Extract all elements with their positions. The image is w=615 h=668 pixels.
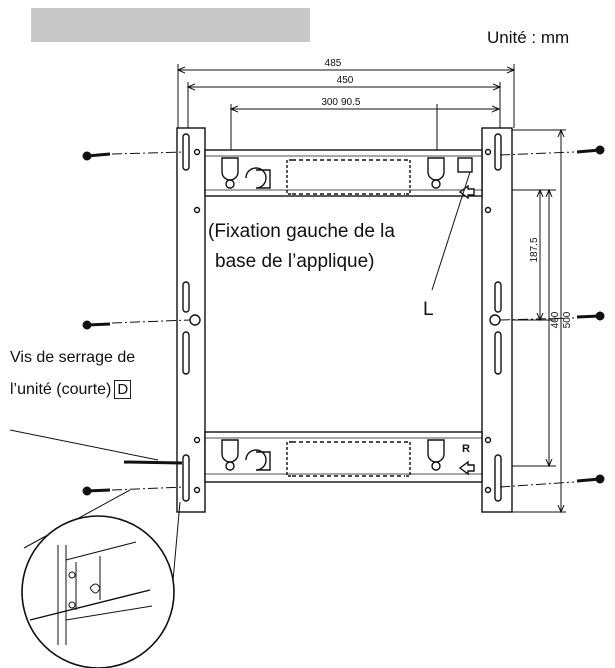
screw-callout-line-1: Vis de serrage de — [10, 349, 136, 366]
hanger-hook — [221, 439, 239, 463]
wall-screw-icon — [499, 474, 605, 488]
L-leader-line — [431, 171, 471, 291]
hanger-hook — [427, 157, 445, 181]
dim-500-label: 500 — [562, 311, 573, 328]
rail-slot — [182, 331, 190, 375]
screw-callout-line-2: l’unité (courte)D — [10, 380, 132, 400]
rail-keyhole — [189, 314, 201, 326]
rail-slot — [494, 331, 502, 375]
left-mount-callout-line-1: (Fixation gauche de la — [208, 221, 395, 242]
bracket-tab — [245, 449, 271, 471]
left-rail — [176, 127, 206, 513]
dim-90-label: 90.5 — [341, 97, 361, 108]
wall-screw-icon — [82, 486, 185, 496]
hanger-hook — [221, 157, 239, 181]
left-mount-callout-line-2: base de l’applique) — [215, 251, 375, 272]
unit-label: Unité : mm — [487, 28, 570, 47]
wall-screw-icon — [499, 145, 605, 156]
wall-screw-icon — [82, 319, 191, 330]
right-dimensions — [500, 130, 566, 512]
dim-300-label: 300 — [321, 97, 338, 108]
screw-leader-line — [9, 429, 159, 461]
top-bracket — [204, 149, 483, 200]
detail-rail — [57, 545, 67, 645]
left-mount-slot — [457, 157, 473, 173]
unit-screw — [9, 429, 183, 465]
hanger-hook — [427, 439, 445, 463]
screw-code-badge: D — [114, 380, 132, 399]
dim-187-label: 187.5 — [529, 237, 540, 262]
dim-485-label: 485 — [325, 58, 342, 69]
wall-screw-icon — [82, 151, 185, 161]
bracket-tab — [245, 167, 271, 189]
magnified-detail — [21, 489, 181, 668]
dim-450-label: 450 — [337, 75, 354, 86]
rail-keyhole — [489, 314, 501, 326]
arrow-mark — [458, 184, 475, 200]
top-dimensions — [178, 64, 514, 150]
R-label: R — [462, 443, 470, 455]
unit-screw-icon — [123, 460, 183, 465]
rail-slot — [494, 281, 502, 313]
rail-slot — [182, 133, 190, 171]
screw-callout-text: l’unité (courte) — [10, 381, 112, 398]
rail-slot — [494, 454, 502, 502]
bottom-bracket — [204, 431, 483, 483]
L-label: L — [423, 299, 434, 320]
detail-clip — [89, 583, 101, 594]
dim-400-label: 400 — [550, 311, 561, 328]
wall-screw-icon — [499, 311, 605, 321]
arrow-mark — [458, 460, 475, 476]
title-bar-placeholder — [31, 8, 310, 42]
wall-screws-left — [82, 151, 191, 496]
rail-slot — [494, 133, 502, 171]
wall-screws-right — [499, 145, 605, 488]
rail-slot — [182, 281, 190, 313]
rail-slot — [182, 454, 190, 502]
